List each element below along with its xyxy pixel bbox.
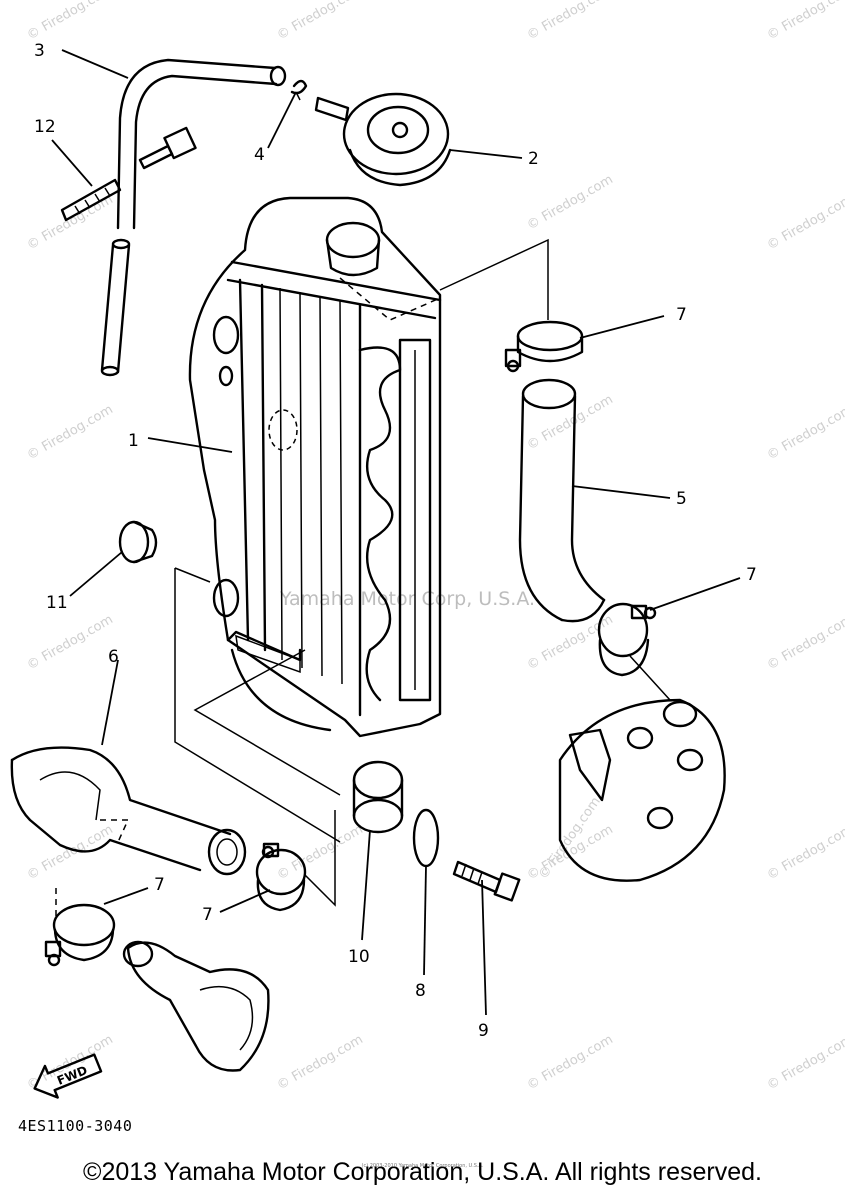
watermark-text: © Firedog.com bbox=[765, 612, 845, 673]
callout-7-mid: 7 bbox=[202, 905, 213, 925]
collar-part-11 bbox=[118, 520, 158, 564]
watermark-text: © Firedog.com bbox=[25, 0, 116, 43]
callout-7-top: 7 bbox=[676, 305, 687, 325]
washer-part-8 bbox=[412, 808, 440, 868]
cylinder-head-outline bbox=[558, 698, 726, 882]
watermark-text: © Firedog.com bbox=[765, 192, 845, 253]
watermark-text: © Firedog.com bbox=[275, 822, 366, 883]
hose-clamp-part-7 bbox=[44, 903, 116, 967]
callout-7-left: 7 bbox=[154, 875, 165, 895]
watermark-text: © Firedog.com bbox=[765, 0, 845, 43]
watermark-text: © Firedog.com bbox=[25, 822, 116, 883]
callout-5: 5 bbox=[676, 489, 687, 509]
callout-4: 4 bbox=[254, 145, 265, 165]
watermark-text: © Firedog.com bbox=[525, 0, 616, 43]
callout-9: 9 bbox=[478, 1021, 489, 1041]
grommet-part-10 bbox=[352, 760, 404, 834]
watermark-text: © Firedog.com bbox=[765, 402, 845, 463]
cable-tie-part-12 bbox=[60, 126, 197, 222]
breather-hose-part-3 bbox=[100, 58, 287, 377]
radiator-hose-part-5 bbox=[518, 378, 606, 623]
catalog-code: 4ES1100-3040 bbox=[18, 1117, 133, 1135]
hose-clip-part-4 bbox=[290, 79, 308, 101]
bolt-part-9 bbox=[452, 860, 521, 902]
callout-labels: 3 2 4 12 7 1 5 7 11 6 7 7 10 8 9 bbox=[34, 41, 757, 1041]
hose-clamp-part-7 bbox=[504, 320, 584, 373]
callout-12: 12 bbox=[34, 117, 56, 137]
watermark-text: © Firedog.com bbox=[25, 402, 116, 463]
hose-clamp-part-7 bbox=[597, 602, 657, 677]
callout-1: 1 bbox=[128, 431, 139, 451]
callout-11: 11 bbox=[46, 593, 68, 613]
watermark-text: © Firedog.com bbox=[25, 612, 116, 673]
watermark-text: © Firedog.com bbox=[765, 1032, 845, 1093]
tiny-copyright: (c) 2003-2010 Yamaha Motor Corporation, … bbox=[361, 1163, 484, 1169]
assembly-link-lines bbox=[55, 238, 671, 920]
watermark-text: © Firedog.com bbox=[765, 822, 845, 883]
watermark-text: © Firedog.com bbox=[525, 1032, 616, 1093]
center-watermark: Yamaha Motor Corp, U.S.A. bbox=[279, 588, 535, 610]
callout-10: 10 bbox=[348, 947, 370, 967]
leader-lines bbox=[51, 49, 741, 1016]
fwd-arrow-icon: FWD bbox=[33, 1053, 103, 1099]
radiator-part-1 bbox=[188, 196, 442, 738]
watermark-text: © Firedog.com bbox=[275, 0, 366, 43]
callout-8: 8 bbox=[415, 981, 426, 1001]
lower-hose-part-6 bbox=[10, 746, 247, 876]
callout-3: 3 bbox=[34, 41, 45, 61]
watermark-text: © Firedog.com bbox=[525, 172, 616, 233]
copyright-notice: ©2013 Yamaha Motor Corporation, U.S.A. A… bbox=[83, 1158, 762, 1186]
water-pump-cover bbox=[122, 940, 270, 1072]
watermark-text: © Firedog.com bbox=[275, 1032, 366, 1093]
radiator-cap-part-2 bbox=[314, 92, 452, 187]
hose-clamp-part-7 bbox=[255, 842, 307, 912]
callout-6: 6 bbox=[108, 647, 119, 667]
callout-7-right: 7 bbox=[746, 565, 757, 585]
callout-2: 2 bbox=[528, 149, 539, 169]
